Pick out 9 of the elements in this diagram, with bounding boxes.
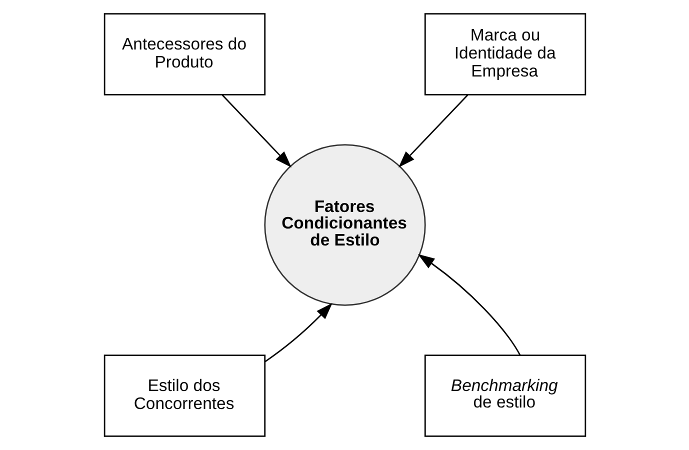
arrow [398,94,468,168]
arrow [221,94,291,168]
arrow [264,302,332,362]
node-box: Benchmarking de estilo [424,354,586,437]
node-box: Marca ou Identidade da Empresa [424,13,586,96]
node-box: Antecessores do Produto [103,13,266,96]
arrow [417,254,520,356]
node-circle: Fatores Condicionantes de Estilo [264,144,426,306]
node-box: Estilo dos Concorrentes [103,354,266,437]
